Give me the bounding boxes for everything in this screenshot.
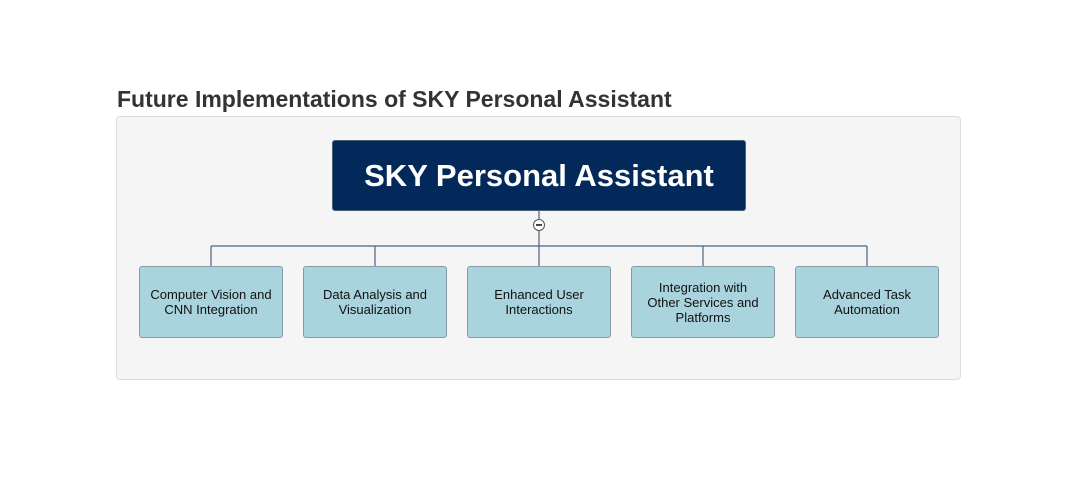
collapse-toggle-icon[interactable] (533, 219, 545, 231)
child-node-label: Computer Vision and CNN Integration (150, 287, 272, 317)
child-node-label: Enhanced User Interactions (494, 287, 584, 317)
child-node-data-analysis[interactable]: Data Analysis and Visualization (303, 266, 447, 338)
child-node-label: Advanced Task Automation (823, 287, 911, 317)
child-node-label: Integration with Other Services and Plat… (647, 279, 759, 325)
child-node-enhanced-interactions[interactable]: Enhanced User Interactions (467, 266, 611, 338)
child-node-computer-vision[interactable]: Computer Vision and CNN Integration (139, 266, 283, 338)
root-node[interactable]: SKY Personal Assistant (332, 140, 746, 211)
child-node-label: Data Analysis and Visualization (322, 287, 428, 317)
root-node-label: SKY Personal Assistant (364, 157, 714, 193)
child-node-task-automation[interactable]: Advanced Task Automation (795, 266, 939, 338)
child-node-integration[interactable]: Integration with Other Services and Plat… (631, 266, 775, 338)
page-title: Future Implementations of SKY Personal A… (117, 86, 672, 112)
